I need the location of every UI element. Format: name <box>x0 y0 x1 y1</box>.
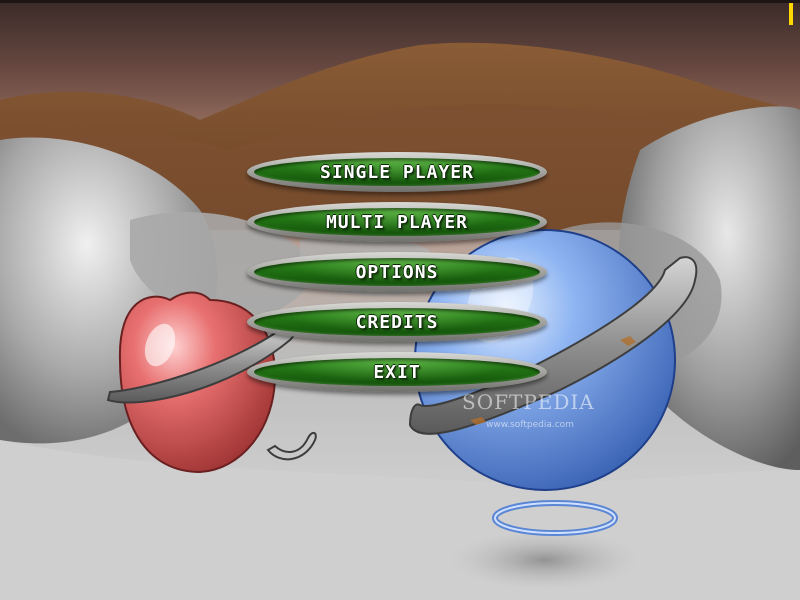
credits-label: CREDITS <box>355 311 439 333</box>
options-button-face[interactable]: OPTIONS <box>254 258 540 286</box>
yellow-bar-indicator-icon <box>789 3 793 25</box>
single-player-label: SINGLE PLAYER <box>320 161 474 183</box>
single-player-button-face[interactable]: SINGLE PLAYER <box>254 158 540 186</box>
exit-button-face[interactable]: EXIT <box>254 358 540 386</box>
watermark-url: www.softpedia.com <box>486 420 574 430</box>
main-menu: SINGLE PLAYER MULTI PLAYER OPTIONS CREDI… <box>247 152 547 402</box>
single-player-button[interactable]: SINGLE PLAYER <box>247 152 547 192</box>
exit-button[interactable]: EXIT <box>247 352 547 392</box>
credits-button-face[interactable]: CREDITS <box>254 308 540 336</box>
credits-button[interactable]: CREDITS <box>247 302 547 342</box>
watermark-brand: SOFTPEDIA <box>462 390 595 414</box>
multi-player-button[interactable]: MULTI PLAYER <box>247 202 547 242</box>
options-label: OPTIONS <box>355 261 439 283</box>
multi-player-button-face[interactable]: MULTI PLAYER <box>254 208 540 236</box>
options-button[interactable]: OPTIONS <box>247 252 547 292</box>
multi-player-label: MULTI PLAYER <box>325 211 469 233</box>
exit-label: EXIT <box>373 361 421 383</box>
